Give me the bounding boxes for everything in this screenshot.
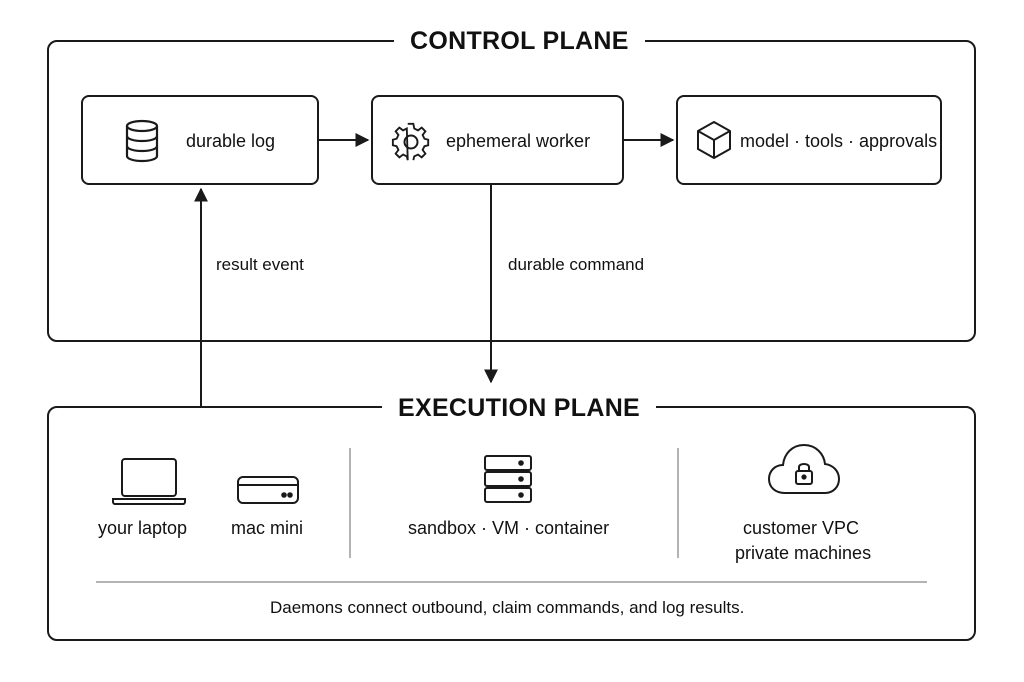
laptop-icon bbox=[112, 458, 186, 505]
durable-command-label: durable command bbox=[508, 255, 645, 274]
mac-mini-label: mac mini bbox=[231, 518, 304, 538]
model-tools-approvals-label: model · tools · approvals bbox=[740, 131, 938, 151]
result-event-label: result event bbox=[216, 255, 304, 274]
control-plane-title: CONTROL PLANE bbox=[394, 26, 645, 56]
gear-icon bbox=[391, 122, 430, 161]
model-tools-approvals-node: model · tools · approvals bbox=[676, 95, 942, 185]
execution-plane-note: Daemons connect outbound, claim commands… bbox=[270, 598, 745, 617]
durable-log-node: durable log bbox=[81, 95, 319, 185]
ephemeral-worker-node: ephemeral worker bbox=[371, 95, 624, 185]
cube-icon bbox=[697, 121, 731, 159]
execution-plane-panel: EXECUTION PLANE bbox=[47, 393, 976, 641]
your-laptop-label: your laptop bbox=[98, 518, 188, 538]
database-icon bbox=[125, 119, 159, 163]
execution-plane-title: EXECUTION PLANE bbox=[382, 393, 657, 423]
mac-mini-icon bbox=[237, 476, 299, 504]
control-plane-panel: CONTROL PLANE bbox=[47, 26, 976, 342]
sandbox-vm-container-label: sandbox · VM · container bbox=[408, 518, 610, 538]
durable-log-label: durable log bbox=[186, 131, 276, 151]
ephemeral-worker-label: ephemeral worker bbox=[446, 131, 591, 151]
server-stack-icon bbox=[484, 455, 532, 503]
cloud-lock-icon bbox=[767, 443, 841, 494]
customer-vpc-label: customer VPC bbox=[743, 518, 860, 538]
private-machines-label: private machines bbox=[735, 543, 872, 563]
